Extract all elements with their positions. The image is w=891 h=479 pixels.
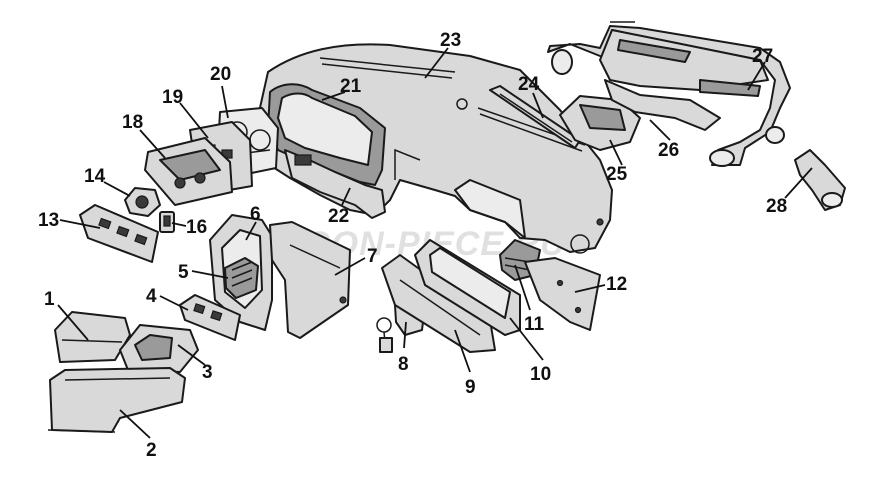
callout-19: 19 [162, 87, 183, 108]
part-7-console-side [269, 221, 351, 339]
part-22-lower-panel [284, 149, 386, 219]
part-13-switch-panel [79, 204, 159, 263]
callout-14: 14 [84, 166, 106, 187]
callout-26: 26 [658, 140, 679, 161]
callout-22: 22 [328, 206, 349, 227]
callout-1: 1 [44, 289, 55, 310]
callout-25: 25 [606, 164, 628, 185]
callout-5: 5 [178, 262, 189, 283]
callout-23: 23 [440, 30, 461, 51]
callout-13: 13 [38, 210, 59, 231]
part-28-duct-hose [794, 149, 846, 211]
part-18-cluster-housing [144, 137, 233, 206]
part-12-side-panel [524, 257, 601, 331]
callout-24: 24 [518, 74, 540, 95]
callout-28: 28 [766, 196, 787, 217]
callout-2: 2 [146, 440, 157, 461]
part-21-cluster-bezel [267, 83, 386, 186]
part-16-small-switch [159, 211, 175, 233]
callout-3: 3 [202, 362, 213, 383]
part-3-console-tray [119, 324, 199, 373]
callout-6: 6 [250, 204, 261, 225]
callout-21: 21 [340, 76, 362, 97]
callout-8: 8 [398, 354, 409, 375]
leader-lines [57, 47, 813, 439]
part-2-console-box [47, 367, 186, 433]
callout-4: 4 [146, 286, 157, 307]
part-9-glove-door [381, 254, 496, 353]
callout-9: 9 [465, 377, 476, 398]
callout-16: 16 [186, 217, 207, 238]
callout-11: 11 [524, 314, 545, 335]
callout-18: 18 [122, 112, 143, 133]
callout-labels: 1 2 3 4 5 6 7 8 9 10 11 12 13 14 16 18 1… [38, 30, 787, 461]
part-4-switch-panel [179, 294, 241, 341]
part-10-glove-bin [414, 239, 521, 336]
callout-10: 10 [530, 364, 551, 385]
callout-27: 27 [752, 46, 773, 67]
callout-7: 7 [367, 246, 378, 267]
callout-20: 20 [210, 64, 231, 85]
part-26-27-air-duct [547, 21, 791, 167]
part-14-round-switch [124, 187, 161, 217]
callout-12: 12 [606, 274, 627, 295]
part-25-defroster-duct [559, 95, 641, 151]
part-1-console-lid [54, 311, 131, 363]
